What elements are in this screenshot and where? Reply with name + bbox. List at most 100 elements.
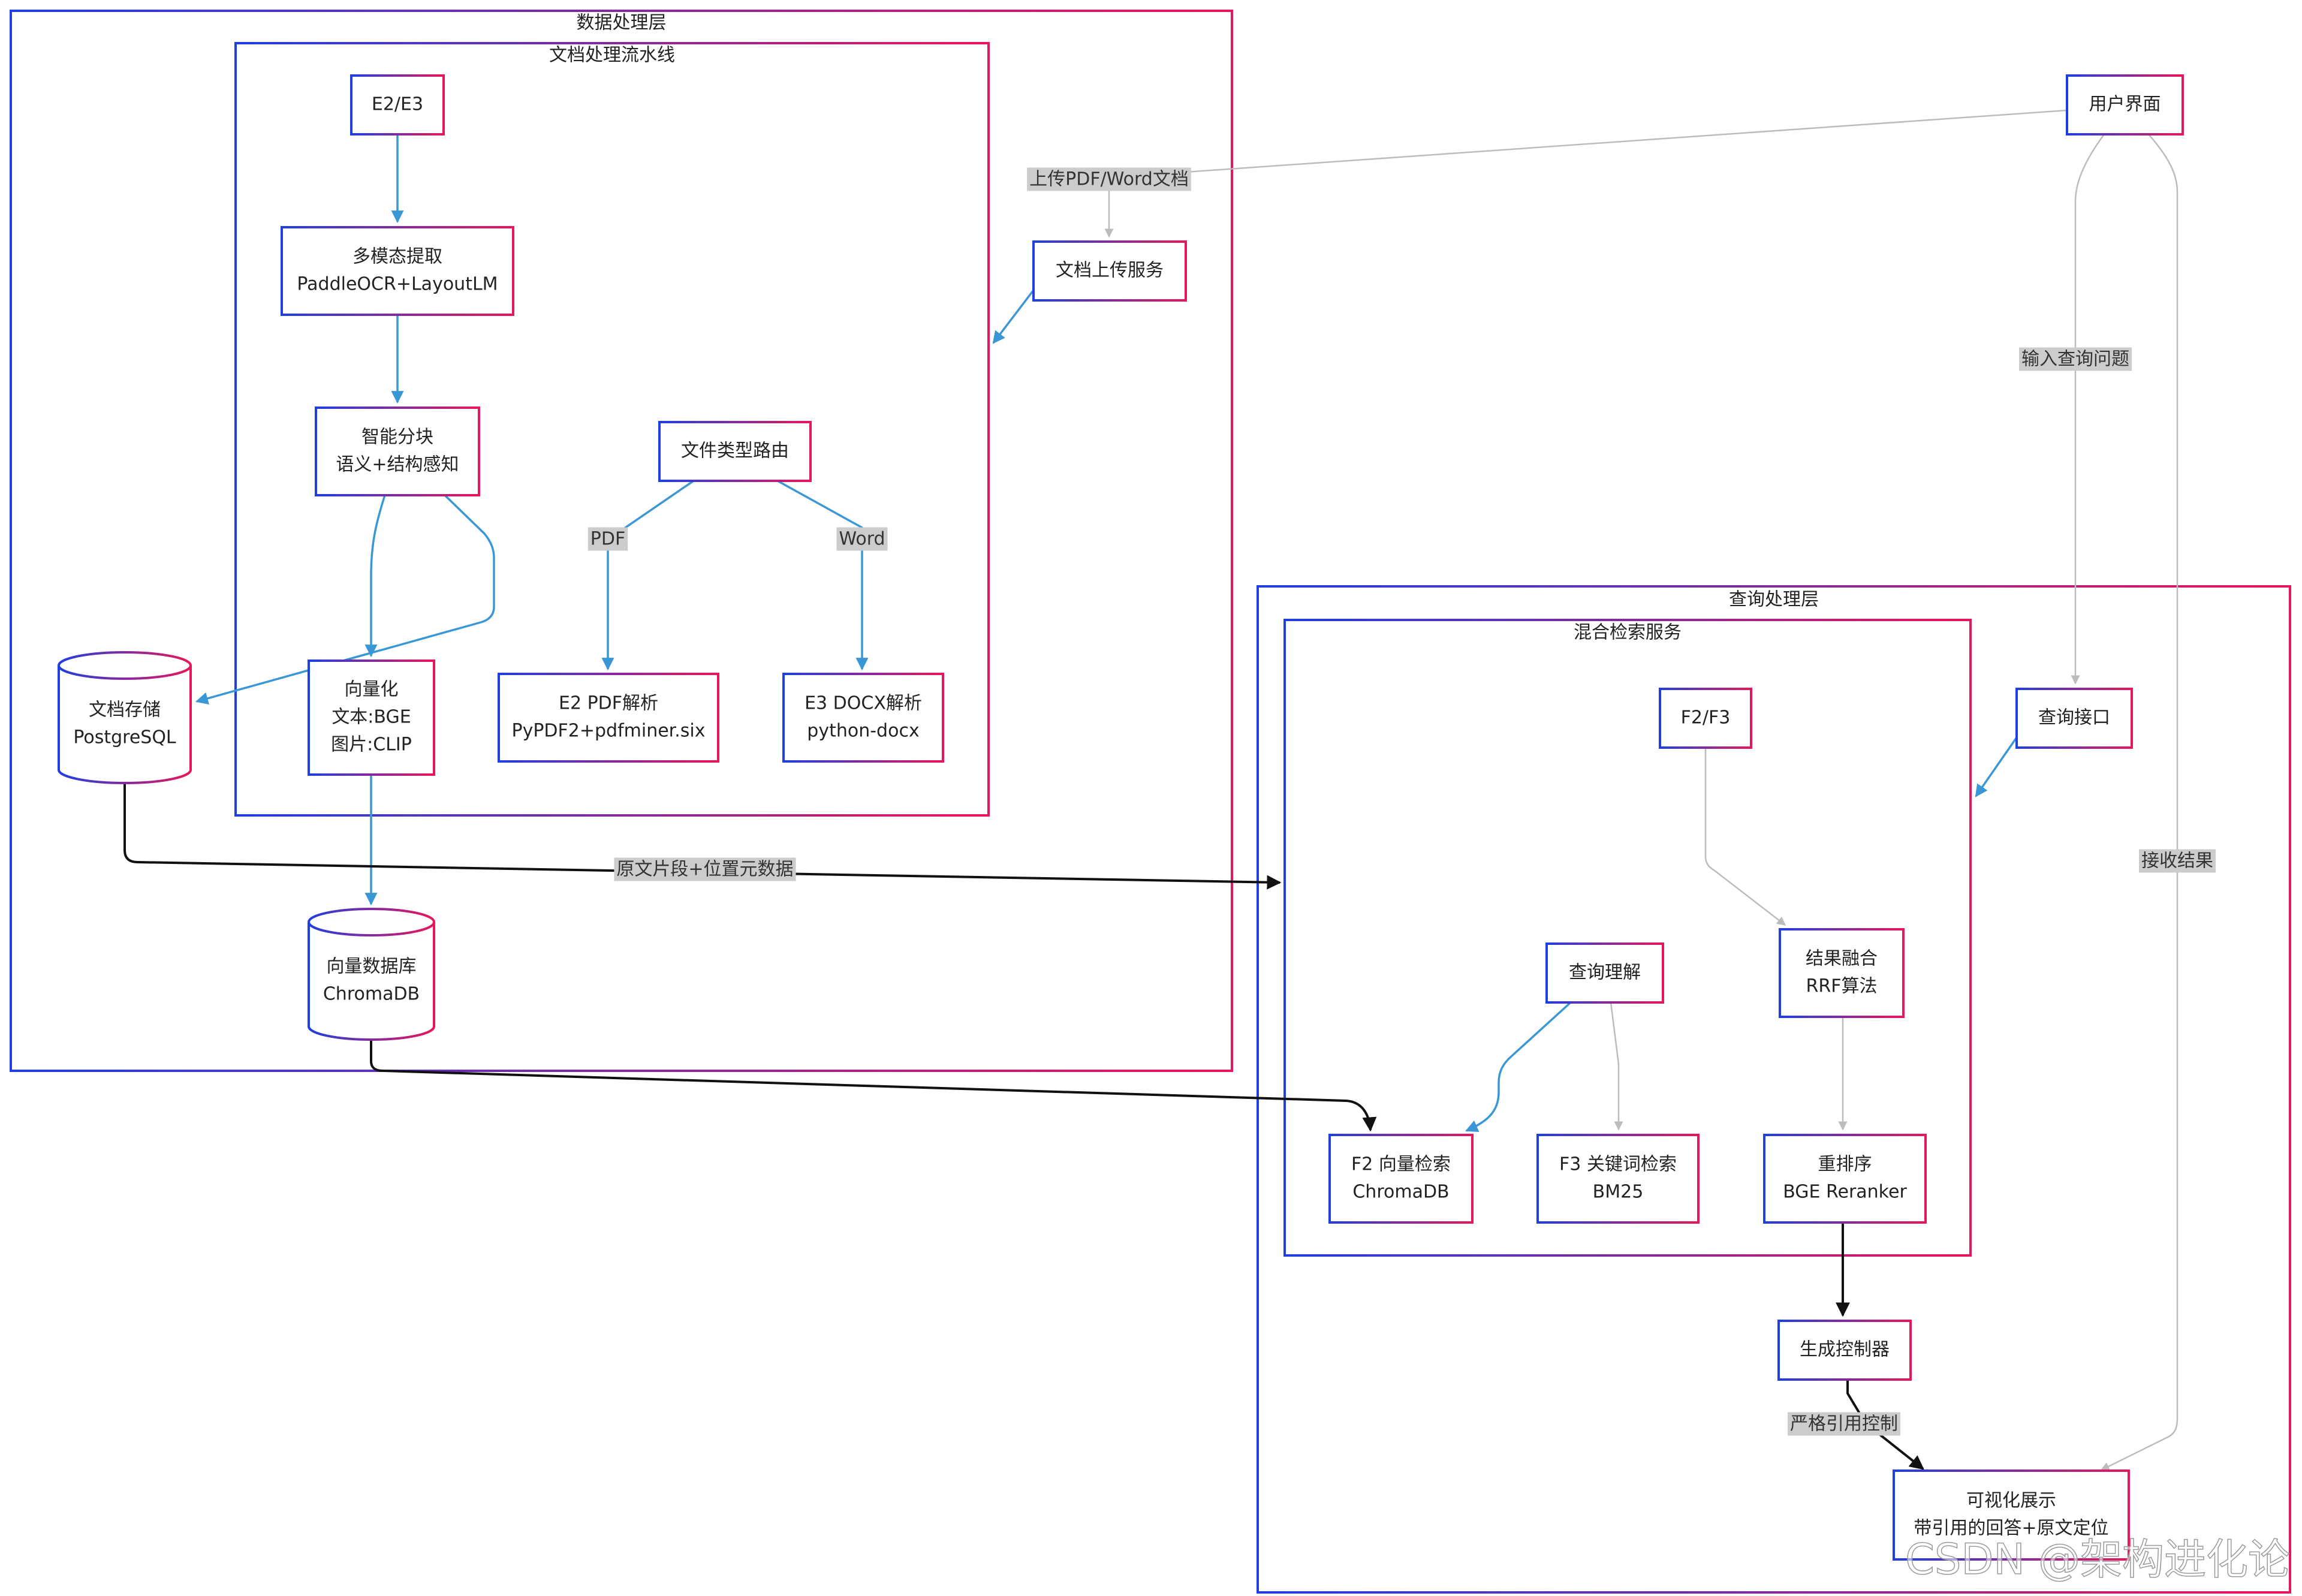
edge-router-to-pdf [601,480,694,671]
node-label-line: 结果融合 [1806,948,1878,969]
node-box [1777,1320,1912,1381]
group-title: 混合检索服务 [1574,622,1682,643]
node-label-line: F2 向量检索 [1351,1154,1451,1175]
group-title: 查询处理层 [1729,589,1819,610]
node-f2f3: F2/F3 [1659,688,1752,749]
node-label-line: 用户界面 [2089,94,2161,115]
node-label-line: 文件类型路由 [681,441,789,462]
node-box [658,421,812,482]
node-label-line: E2/E3 [372,94,423,115]
node-box [1328,1134,1474,1224]
edge-chunking-to-docstore [195,494,495,705]
edge-ui-to-upload [1104,109,2068,238]
node-user-ui: 用户界面 [2066,74,2184,135]
edge-upload-to-pipeline [992,289,1035,344]
node-box [2066,74,2184,135]
node-box [281,226,514,316]
node-label-line: 智能分块 [361,427,433,448]
cylinder-lid [58,665,192,680]
node-label-line: 带引用的回答+原文定位 [1914,1518,2108,1539]
edge-vectordb-to-vectorsearch [370,1040,1377,1132]
node-label-line: PyPDF2+pdfminer.six [511,721,705,742]
node-label-line: 可视化展示 [1966,1490,2056,1511]
node-box [498,673,719,763]
node-box [1032,240,1187,302]
edge-label-text: 严格引用控制 [1790,1414,1898,1435]
node-box [308,660,435,776]
edge-router-to-docx [777,480,869,671]
node-box [1545,942,1664,1004]
node-pdf-parse: E2 PDF解析 PyPDF2+pdfminer.six [498,673,719,763]
edge-f2f3-to-fusion [1704,748,1786,926]
node-label-line: ChromaDB [323,984,420,1005]
node-label-line: 重排序 [1818,1154,1872,1175]
edge-ui-to-visualize [2100,134,2179,1471]
edge-label-router-to-docx: Word [836,527,888,551]
edge-label-ui-to-visualize: 接收结果 [2139,849,2216,873]
node-label-line: PostgreSQL [73,727,176,748]
edge-label-generator-to-visualize: 严格引用控制 [1788,1412,1900,1436]
edge-label-docstore-to-retrieval: 原文片段+位置元数据 [614,857,796,881]
group-frame [234,42,990,817]
node-label-line: 向量化 [345,679,399,700]
edge-label-text: 上传PDF/Word文档 [1029,169,1189,190]
node-file-router: 文件类型路由 [658,421,812,482]
node-query-api: 查询接口 [2015,688,2133,749]
cylinder-lid [308,922,435,936]
node-box [1536,1134,1700,1224]
edge-label-bg [2019,347,2132,371]
edge-label-text: PDF [590,529,625,550]
edge-chunking-to-vectorize [364,495,386,658]
group-query-layer: 查询处理层 [1257,585,2291,1594]
group-title: 文档处理流水线 [549,45,675,66]
edge-label-bg [836,527,888,551]
node-label-line: 文本:BGE [332,707,411,728]
edge-label-router-to-pdf: PDF [587,527,628,551]
edge-understanding-to-keyword [1610,1002,1623,1131]
group-doc-pipeline: 文档处理流水线 [234,42,990,817]
group-frame [1283,619,1972,1257]
node-label-line: BGE Reranker [1783,1182,1907,1203]
node-query-understanding: 查询理解 [1545,942,1664,1004]
node-fusion: 结果融合 RRF算法 [1779,928,1905,1018]
node-upload-service: 文档上传服务 [1032,240,1187,302]
group-hybrid-retrieval: 混合检索服务 [1283,619,1972,1257]
edge-ui-to-query-api [2071,134,2105,685]
node-label-line: RRF算法 [1806,976,1878,997]
node-box [1659,688,1752,749]
group-title: 数据处理层 [577,13,667,34]
edge-label-bg [587,527,628,551]
group-frame [1257,585,2291,1594]
edge-label-ui-to-upload: 上传PDF/Word文档 [1027,167,1191,191]
node-box [2015,688,2133,749]
edge-label-text: 原文片段+位置元数据 [616,859,793,880]
edge-label-bg [2139,849,2216,873]
node-label-line: F3 关键词检索 [1559,1154,1677,1175]
node-label-line: 查询接口 [2038,707,2110,728]
edge-label-text: 接收结果 [2141,851,2213,872]
edge-label-text: 输入查询问题 [2021,349,2129,370]
group-frame [10,10,1233,1072]
node-vector-db: 向量数据库 ChromaDB [308,908,435,1041]
edge-generator-to-visualize [1846,1380,1924,1470]
cylinder-body [308,908,435,1041]
node-label-line: 语义+结构感知 [336,454,459,475]
node-label-line: python-docx [807,721,919,742]
node-gen-controller: 生成控制器 [1777,1320,1912,1381]
node-label-line: PaddleOCR+LayoutLM [297,274,498,295]
node-label-line: 向量数据库 [327,956,417,977]
watermark-text: CSDN @架构进化论 [1905,1535,2290,1584]
node-label-line: E2 PDF解析 [559,693,658,714]
node-box [350,74,445,135]
edge-query-api-to-retrieval [1975,737,2018,797]
edge-label-bg [614,857,796,881]
node-label-line: F2/F3 [1681,707,1731,728]
